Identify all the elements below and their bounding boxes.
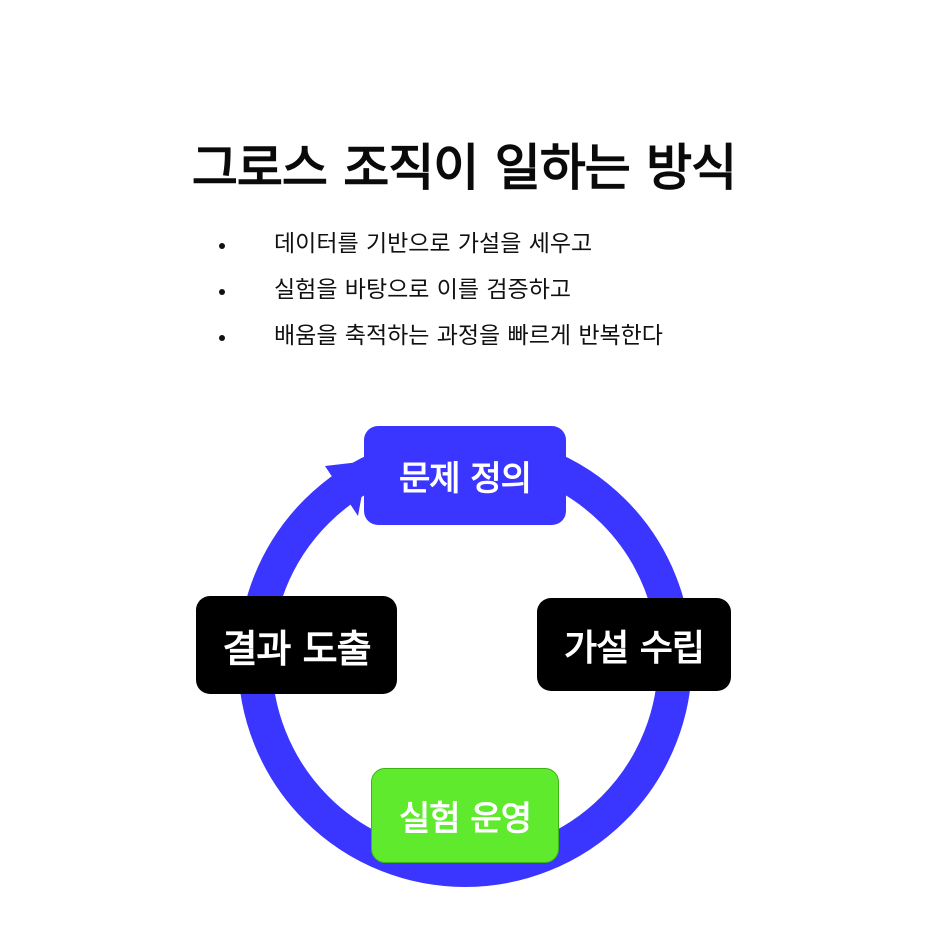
node-hypothesis: 가설 수립 [537,598,731,691]
bullet-icon [219,289,225,295]
bullet-item: 데이터를 기반으로 가설을 세우고 [214,226,663,272]
bullet-text: 배움을 축적하는 과정을 빠르게 반복한다 [274,323,663,349]
bullet-list: 데이터를 기반으로 가설을 세우고 실험을 바탕으로 이를 검증하고 배움을 축… [214,226,663,364]
node-label: 실험 운영 [399,799,532,839]
node-problem-definition: 문제 정의 [364,426,566,525]
bullet-icon [219,243,225,249]
cycle-arrow-icon [325,461,368,516]
node-label: 가설 수립 [563,627,705,669]
page-title: 그로스 조직이 일하는 방식 [191,139,737,197]
node-label: 결과 도출 [222,626,371,671]
bullet-item: 실험을 바탕으로 이를 검증하고 [214,272,663,318]
node-label: 문제 정의 [399,459,532,499]
node-result-derivation: 결과 도출 [196,596,397,694]
bullet-text: 데이터를 기반으로 가설을 세우고 [274,231,593,257]
bullet-item: 배움을 축적하는 과정을 빠르게 반복한다 [214,318,663,364]
node-experiment-run: 실험 운영 [371,768,559,863]
bullet-icon [219,335,225,341]
bullet-text: 실험을 바탕으로 이를 검증하고 [274,277,572,303]
